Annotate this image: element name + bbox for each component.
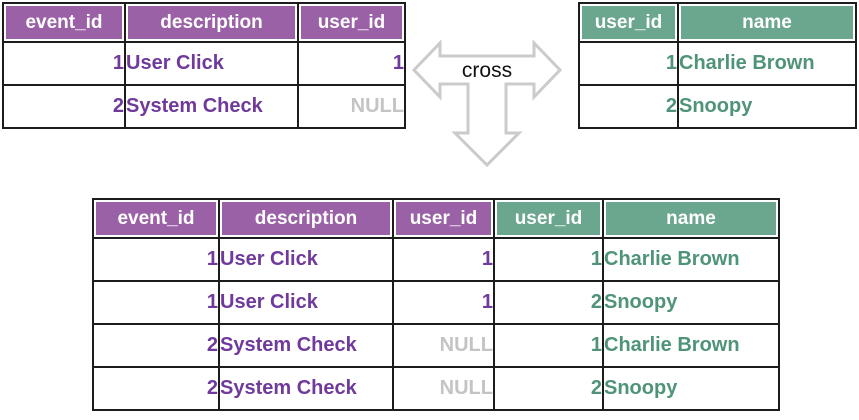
table-cell: Charlie Brown	[602, 237, 780, 282]
table-cell: System Check	[218, 366, 394, 411]
table-cell: System Check	[218, 323, 394, 368]
cross-join-arrow-icon	[411, 38, 563, 168]
column-header-user_id: user_id	[297, 2, 406, 43]
table-cell: 1	[92, 237, 220, 282]
join-type-label: cross	[461, 59, 513, 82]
table-cell: User Click	[218, 237, 394, 282]
table-cell: 2	[92, 323, 220, 368]
table-cell: Charlie Brown	[677, 41, 857, 86]
table-cell: Snoopy	[677, 84, 857, 129]
table-cell: User Click	[218, 280, 394, 325]
table-cell: Charlie Brown	[602, 323, 780, 368]
table-cell: 1	[392, 280, 495, 325]
column-header-name: name	[602, 198, 780, 239]
column-header-description: description	[218, 198, 394, 239]
table-cell: Snoopy	[602, 280, 780, 325]
null-cell: NULL	[392, 366, 495, 411]
table-cell: 2	[2, 84, 126, 129]
table-cell: 1	[297, 41, 406, 86]
table-cell: Snoopy	[602, 366, 780, 411]
table-cell: 1	[493, 237, 604, 282]
table-cell: 1	[578, 41, 679, 86]
column-header-user_id: user_id	[392, 198, 495, 239]
table-cell: 2	[493, 366, 604, 411]
table-cell: 1	[392, 237, 495, 282]
table-cell: 1	[92, 280, 220, 325]
table-cell: System Check	[124, 84, 299, 129]
table-cell: User Click	[124, 41, 299, 86]
table-cell: 1	[493, 323, 604, 368]
column-header-name: name	[677, 2, 857, 43]
column-header-user_id: user_id	[493, 198, 604, 239]
table-cell: 2	[493, 280, 604, 325]
null-cell: NULL	[297, 84, 406, 129]
table-cell: 2	[92, 366, 220, 411]
column-header-user_id: user_id	[578, 2, 679, 43]
table-cell: 2	[578, 84, 679, 129]
column-header-event_id: event_id	[92, 198, 220, 239]
table-cell: 1	[2, 41, 126, 86]
column-header-event_id: event_id	[2, 2, 126, 43]
column-header-description: description	[124, 2, 299, 43]
null-cell: NULL	[392, 323, 495, 368]
